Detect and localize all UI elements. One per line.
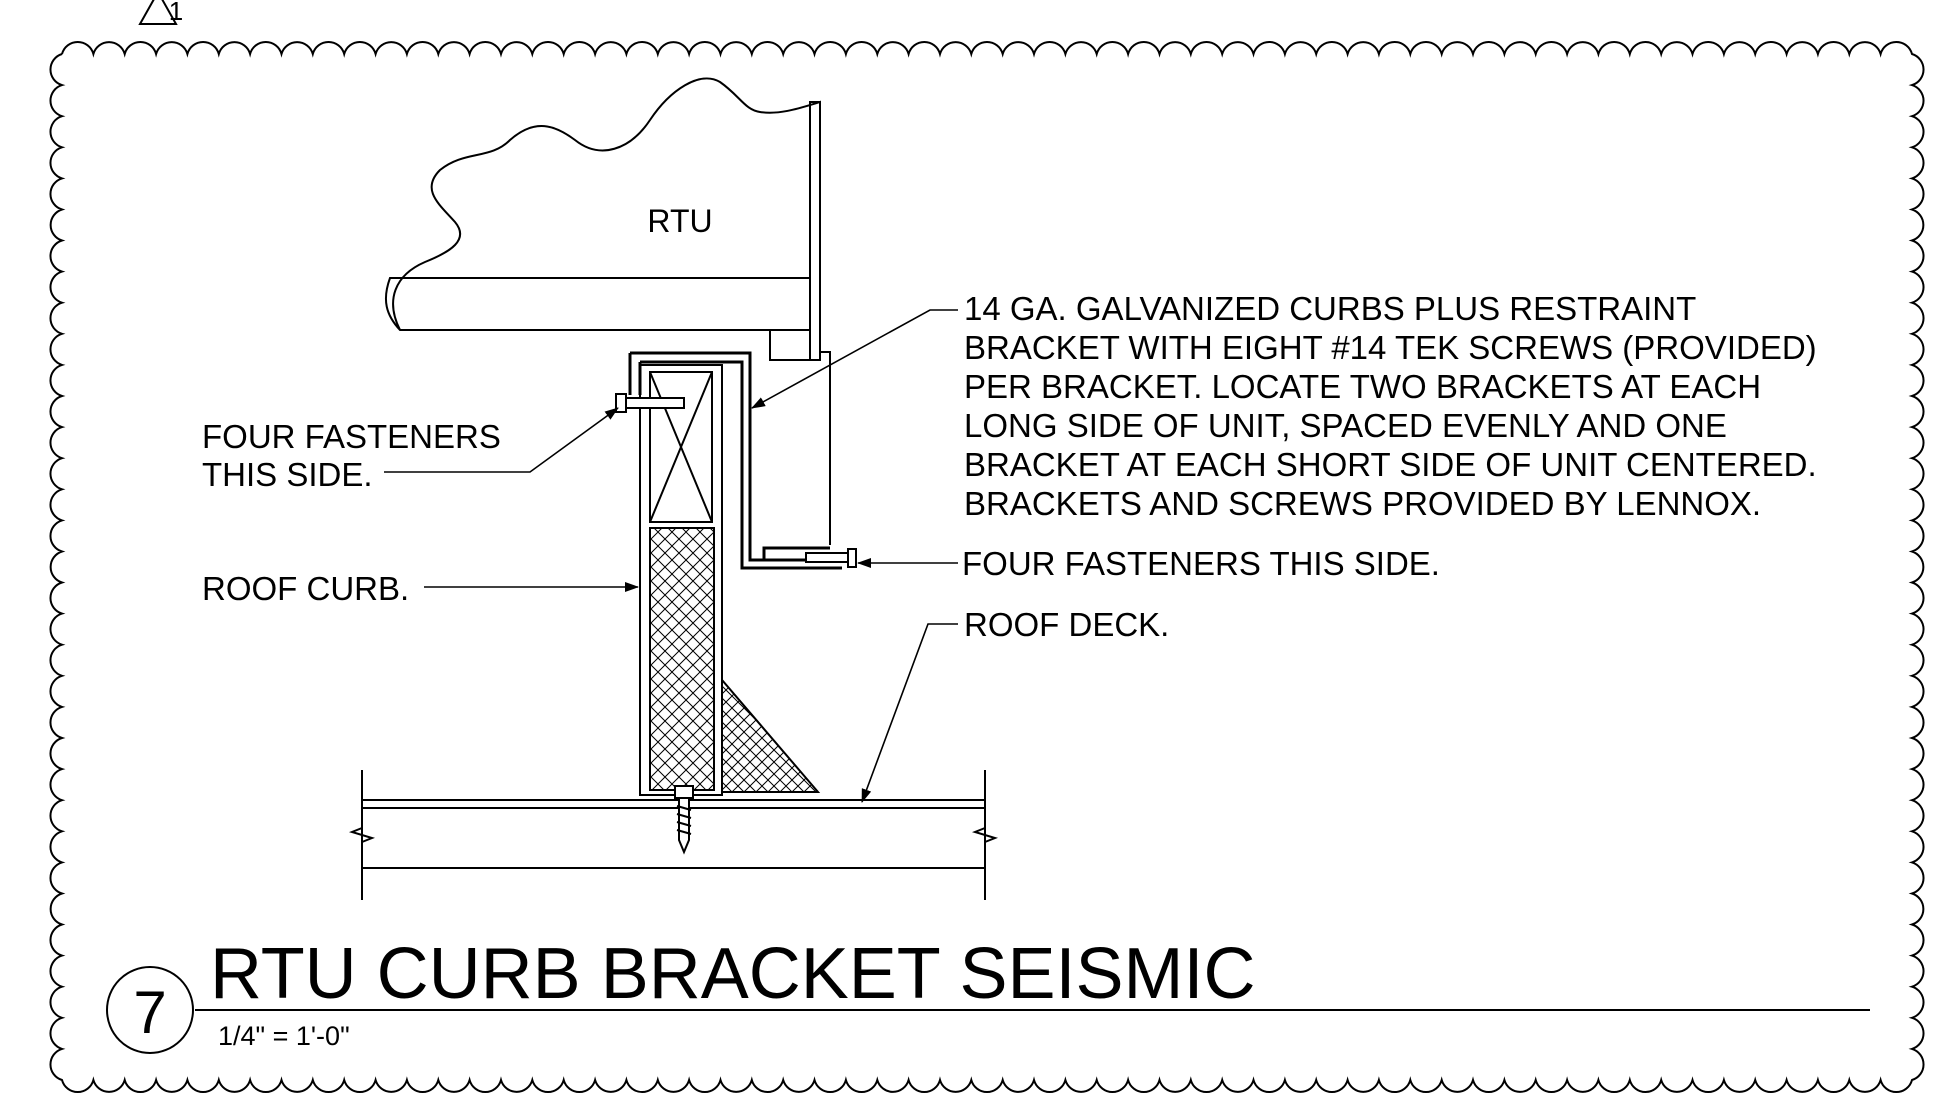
detail-title: RTU CURB BRACKET SEISMIC [210,934,1256,1014]
leader-fasteners-left [384,407,619,473]
roof-deck [348,770,999,900]
leader-roof-deck [861,623,958,803]
note-line: BRACKET AT EACH SHORT SIDE OF UNIT CENTE… [964,446,1817,483]
label-fasteners-left-2: THIS SIDE. [202,456,373,493]
rtu-unit [384,77,831,545]
note-bracket: 14 GA. GALVANIZED CURBS PLUS RESTRAINT B… [964,290,1817,522]
roof-curb [639,364,821,796]
revision-cloud [49,41,1925,1093]
label-fasteners-right: FOUR FASTENERS THIS SIDE. [962,545,1440,582]
detail-scale: 1/4" = 1'-0" [218,1021,350,1051]
label-fasteners-left-1: FOUR FASTENERS [202,418,501,455]
note-line: BRACKET WITH EIGHT #14 TEK SCREWS (PROVI… [964,329,1817,366]
fastener-left [615,393,685,413]
detail-number-circle [106,966,194,1054]
revision-number: 1 [169,0,183,26]
note-line: 14 GA. GALVANIZED CURBS PLUS RESTRAINT [964,290,1696,327]
note-line: LONG SIDE OF UNIT, SPACED EVENLY AND ONE [964,407,1727,444]
cloud-outline [49,41,1925,1093]
detail-number: 7 [133,979,166,1046]
deck-screw [674,785,694,855]
rtu-label: RTU [647,203,712,239]
note-line: BRACKETS AND SCREWS PROVIDED BY LENNOX. [964,485,1761,522]
title-block: 7 RTU CURB BRACKET SEISMIC 1/4" = 1'-0" [106,934,1870,1054]
fastener-right [805,548,857,568]
revision-delta: 1 [138,0,183,26]
label-roof-curb: ROOF CURB. [202,570,409,607]
label-roof-deck: ROOF DECK. [964,606,1169,643]
leaders [384,309,958,803]
note-line: PER BRACKET. LOCATE TWO BRACKETS AT EACH [964,368,1761,405]
leader-bracket [751,309,958,409]
